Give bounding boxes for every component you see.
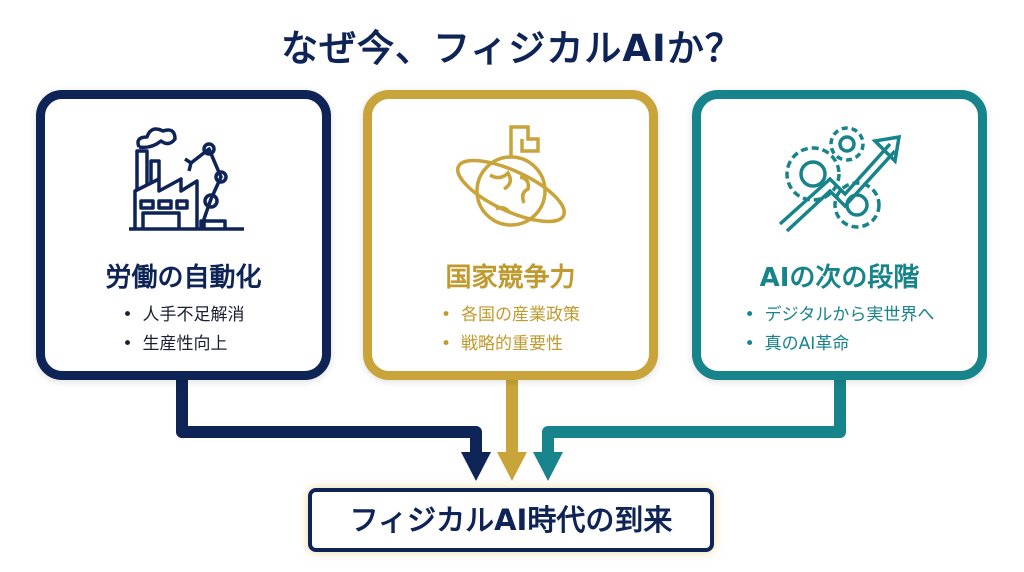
factory-robot-arm-icon [128,127,244,231]
card-title: 国家競争力 [445,263,576,293]
card-next-stage-ai: AIの次の段階 デジタルから実世界へ 真のAI革命 [692,90,987,380]
globe-flag-icon [455,125,566,227]
arrowhead-teal [533,452,563,481]
gears-arrow-icon [778,126,901,233]
result-box: フィジカルAI時代の到来 [308,488,714,552]
arrow-navy [176,375,482,455]
bullet-item: 戦略的重要性 [441,330,580,359]
bullet-item: デジタルから実世界へ [745,301,935,330]
bullet-item: 生産性向上 [122,330,244,359]
bullet-item: 真のAI革命 [745,330,935,359]
card-title: 労働の自動化 [105,263,262,293]
arrowhead-navy [461,452,491,481]
card-labor-automation: 労働の自動化 人手不足解消 生産性向上 [36,90,331,380]
bullet-item: 人手不足解消 [122,301,245,330]
card-title: AIの次の段階 [759,263,920,293]
page-title: なぜ今、フィジカルAIか？ [281,27,743,70]
arrow-teal [542,375,846,455]
arrowhead-gold [497,452,527,481]
card-national-competitiveness: 国家競争力 各国の産業政策 戦略的重要性 [363,90,658,380]
bullet-item: 各国の産業政策 [441,301,580,330]
